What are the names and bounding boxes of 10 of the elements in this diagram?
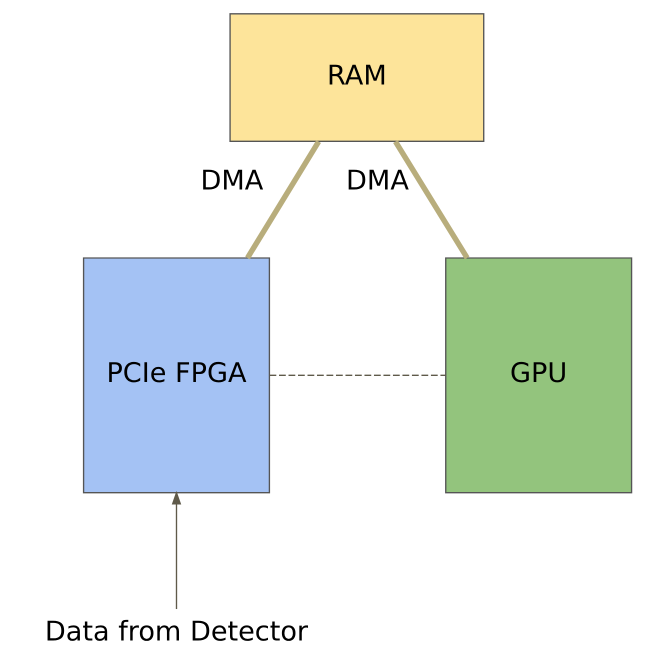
- arrow: [171, 490, 181, 610]
- connector: [244, 140, 320, 260]
- node-box: PCIe FPGA: [82, 257, 270, 494]
- node-text: Data from Detector: [44, 616, 308, 648]
- connector: [269, 374, 446, 376]
- edge-label: DMA: [346, 165, 408, 196]
- node-box: GPU: [444, 257, 632, 494]
- edge-label: DMA: [200, 165, 263, 196]
- node-box: RAM: [228, 13, 484, 142]
- connector: [392, 140, 469, 260]
